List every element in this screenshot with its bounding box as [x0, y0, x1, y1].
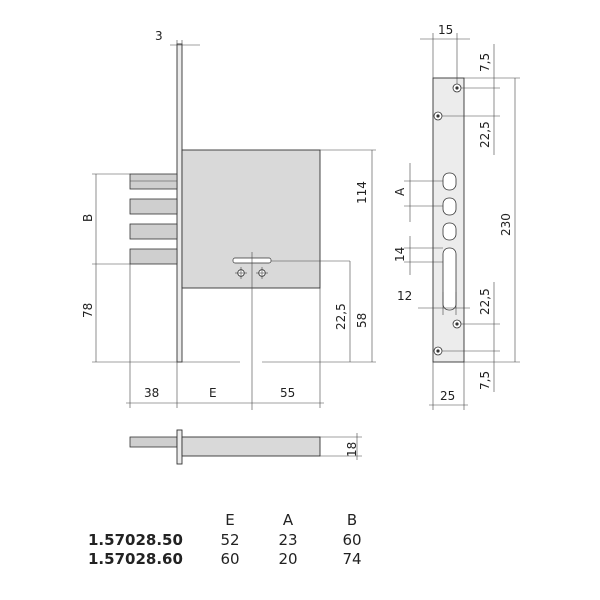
dim-B: B — [81, 214, 95, 222]
faceplate — [176, 43, 183, 363]
faceplate-end — [176, 429, 183, 465]
bolt-1 — [129, 173, 178, 190]
lock-body-end — [181, 436, 321, 457]
screw-hole-bottom-right — [452, 319, 462, 329]
dim-E: E — [209, 386, 217, 400]
table-header-A: A — [282, 511, 294, 529]
table-cell-B: 74 — [342, 549, 362, 568]
dim-55: 55 — [280, 386, 295, 400]
front-view: 3 114 B 78 22,5 58 38 E 55 — [81, 29, 376, 410]
dim-22-5-top: 22,5 — [478, 121, 492, 148]
table-row: 1.57028.50 52 23 60 — [88, 530, 382, 549]
table-cell-code: 1.57028.60 — [88, 549, 183, 568]
bottom-view: 18 — [129, 429, 362, 465]
dim-22-5-bottom: 22,5 — [478, 288, 492, 315]
spec-table: E A B 1.57028.50 52 23 60 1.57028.60 60 … — [88, 510, 382, 568]
dim-14: 14 — [393, 247, 407, 262]
table-header-E: E — [225, 511, 235, 529]
bolt-3 — [129, 223, 178, 240]
dim-114: 114 — [355, 181, 369, 204]
bolt-end — [129, 436, 178, 448]
table-header-row: E A B — [88, 510, 382, 530]
dim-38: 38 — [144, 386, 159, 400]
screw-hole-top-right — [452, 83, 462, 93]
side-view: 15 7,5 22,5 A 14 12 230 22,5 7,5 — [393, 23, 520, 410]
screw-hole-bottom-left — [433, 346, 443, 356]
strike-plate — [432, 77, 465, 363]
dim-18: 18 — [345, 442, 359, 457]
bolt-2 — [129, 198, 178, 215]
dim-7-5-top: 7,5 — [478, 53, 492, 72]
dim-plate-thickness: 3 — [155, 29, 163, 43]
dim-15: 15 — [438, 23, 453, 37]
table-cell-E: 60 — [220, 549, 240, 568]
bolt-slot-1 — [442, 172, 457, 191]
table-header-code — [88, 510, 206, 530]
dim-230: 230 — [499, 213, 513, 236]
table-cell-B: 60 — [342, 530, 362, 549]
dim-58: 58 — [355, 313, 369, 328]
dim-25: 25 — [440, 389, 455, 403]
table-cell-A: 20 — [278, 549, 298, 568]
table-header-B: B — [346, 511, 358, 529]
keyhole-mark — [232, 252, 350, 410]
table-cell-A: 23 — [278, 530, 298, 549]
table-cell-E: 52 — [220, 530, 240, 549]
screw-hole-top-left — [433, 111, 443, 121]
bolt-slot-3 — [442, 222, 457, 241]
bolt-slot-2 — [442, 197, 457, 216]
dim-22-5-front: 22,5 — [334, 303, 348, 330]
dim-7-5-bottom: 7,5 — [478, 371, 492, 390]
bolt-4 — [129, 248, 178, 265]
table-row: 1.57028.60 60 20 74 — [88, 549, 382, 568]
bolt-slot-4 — [442, 247, 457, 311]
lock-body — [181, 149, 321, 289]
table-cell-code: 1.57028.50 — [88, 530, 183, 549]
dim-12: 12 — [397, 289, 412, 303]
dim-78: 78 — [81, 303, 95, 318]
dim-A: A — [393, 187, 407, 196]
